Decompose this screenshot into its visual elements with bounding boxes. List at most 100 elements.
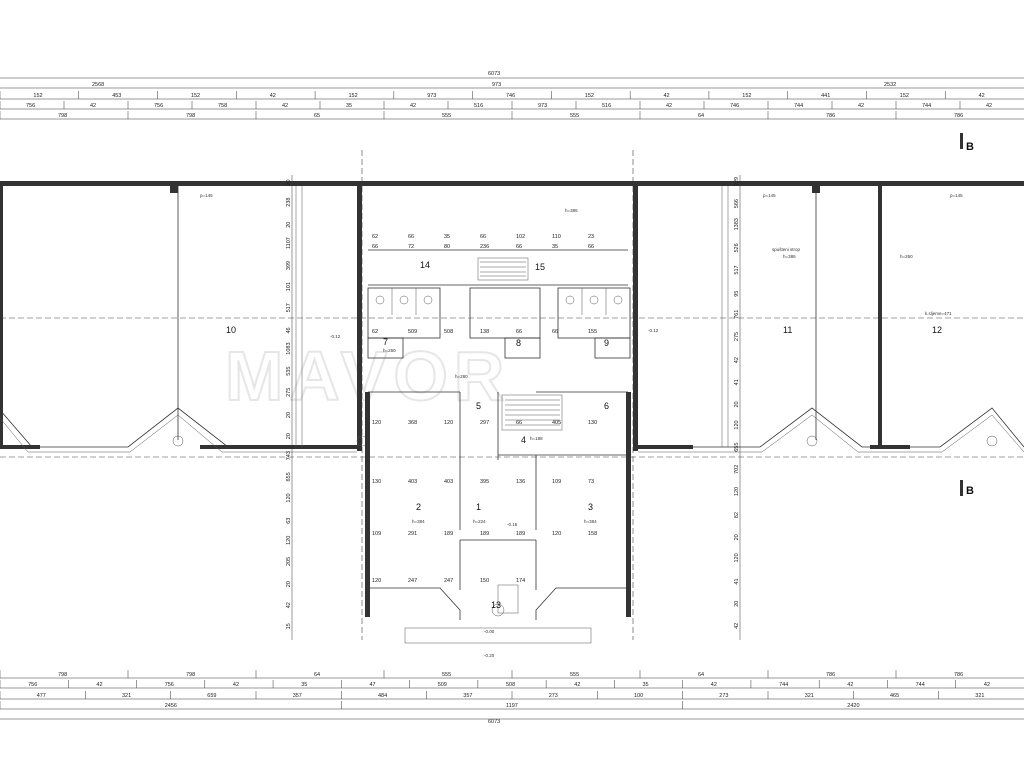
level-mark-d: -0.00 [484,629,495,634]
dim-right-v-4: 517 [734,265,740,274]
note-h384-a: h=384 [412,519,425,524]
room-label-12: 12 [932,325,942,335]
dim-interior-8: 72 [408,244,414,250]
dim-interior-37: 189 [444,531,453,537]
room-labels: 1 2 3 4 5 6 7 8 9 10 11 12 13 14 15 [226,260,942,610]
dim-top-r1-b: 973 [492,82,501,88]
dim-interior-7: 66 [372,244,378,250]
dim-top-r2-0: 152 [33,93,42,99]
room-label-2: 2 [416,502,421,512]
dim-interior-29: 403 [408,479,417,485]
dim-left-v-13: 743 [286,451,292,460]
dim-bot-r2-14: 42 [984,682,990,688]
dim-left-v-7: 46 [286,327,292,333]
dim-top-r4-1: 798 [186,113,195,119]
section-marks: B B [960,133,974,497]
dim-top-r3-9: 516 [602,103,611,109]
dim-bot-r2-5: 47 [370,682,376,688]
dim-left-v-8: 1083 [286,342,292,354]
dim-top-r2-7: 152 [585,93,594,99]
note-h386: h=386 [565,208,578,213]
room-label-5: 5 [476,401,481,411]
dim-bot-r1-5: 64 [698,672,704,678]
dim-bot-r3-2: 659 [207,693,216,699]
dim-left-v-12: 20 [286,433,292,439]
dim-top-r2-3: 42 [270,93,276,99]
dim-bot-r3-5: 357 [463,693,472,699]
dim-right-v-13: 702 [734,465,740,474]
dim-left-v-17: 120 [286,536,292,545]
room-label-15: 15 [535,262,545,272]
dim-interior-39: 189 [516,531,525,537]
dim-right-v-20: 42 [734,623,740,629]
dim-top-r2-5: 973 [427,93,436,99]
note-ridge: k.sljeme=471 [925,311,952,316]
dim-top-r3-13: 42 [858,103,864,109]
dim-bottom-total: 6073 [488,719,500,725]
dim-left-v-15: 120 [286,493,292,502]
dim-interior-11: 66 [516,244,522,250]
dim-right-v-14: 120 [734,487,740,496]
dim-right-v-1: 566 [734,199,740,208]
dim-top-r3-3: 758 [218,103,227,109]
dim-bot-r4-1: 1197 [506,703,518,709]
dim-right-v-2: 1383 [734,218,740,230]
dim-left-v-14: 655 [286,472,292,481]
dim-interior-42: 120 [372,578,381,584]
note-h188: h=188 [530,436,543,441]
dim-left-v-4: 399 [286,261,292,270]
dim-top-r4-5: 64 [698,113,704,119]
dim-right-v-18: 41 [734,578,740,584]
dim-left-v-9: 535 [286,367,292,376]
dim-top-r3-12: 744 [794,103,803,109]
dim-right-v-15: 82 [734,512,740,518]
dim-interior-5: 110 [552,234,561,240]
dim-top-r3-4: 42 [282,103,288,109]
dim-interior-31: 395 [480,479,489,485]
dim-top-r3-2: 756 [154,103,163,109]
note-ceiling-height: h=386 [783,254,796,259]
dim-right-v-19: 20 [734,601,740,607]
room-label-7: 7 [383,337,388,347]
dim-top-r2-11: 152 [900,93,909,99]
dim-top-r3-15: 42 [986,103,992,109]
dim-left-v-11: 20 [286,412,292,418]
room-label-6: 6 [604,401,609,411]
dim-left-v-3: 1107 [286,237,292,249]
section-mark-bottom: B [966,485,974,497]
dim-top-r2-8: 42 [664,93,670,99]
dim-top-r3-1: 42 [90,103,96,109]
dim-bot-r2-6: 509 [438,682,447,688]
dim-top-r3-14: 744 [922,103,931,109]
dim-interior-34: 73 [588,479,594,485]
dim-top-r4-6: 786 [826,113,835,119]
dim-top-r2-9: 152 [742,93,751,99]
dim-bot-r1-0: 798 [58,672,67,678]
notes: h=386 h=280 h=384 h=224 h=384 h=250 h=26… [200,193,963,658]
dim-right-v-9: 41 [734,379,740,385]
note-h224: h=224 [473,519,486,524]
dim-top-r4-3: 555 [442,113,451,119]
dim-bot-r4-0: 2456 [165,703,177,709]
dim-top-r3-8: 973 [538,103,547,109]
dim-interior-20: 155 [588,329,597,335]
dim-interior-40: 120 [552,531,561,537]
dim-top-r4-4: 555 [570,113,579,119]
dim-left-v-21: 15 [286,623,292,629]
dim-interior-28: 130 [372,479,381,485]
level-mark-b: -0.12 [648,328,659,333]
dim-left-v-18: 205 [286,557,292,566]
note-p145-c: p=145 [950,193,963,198]
dim-interior-30: 403 [444,479,453,485]
dim-interior-25: 66 [516,420,522,426]
dim-interior-22: 368 [408,420,417,426]
dim-bot-r2-4: 35 [301,682,307,688]
dim-bot-r2-13: 744 [916,682,925,688]
dim-left-v-10: 275 [286,388,292,397]
dim-interior-4: 102 [516,234,525,240]
dim-top-r1-a: 2568 [92,82,104,88]
